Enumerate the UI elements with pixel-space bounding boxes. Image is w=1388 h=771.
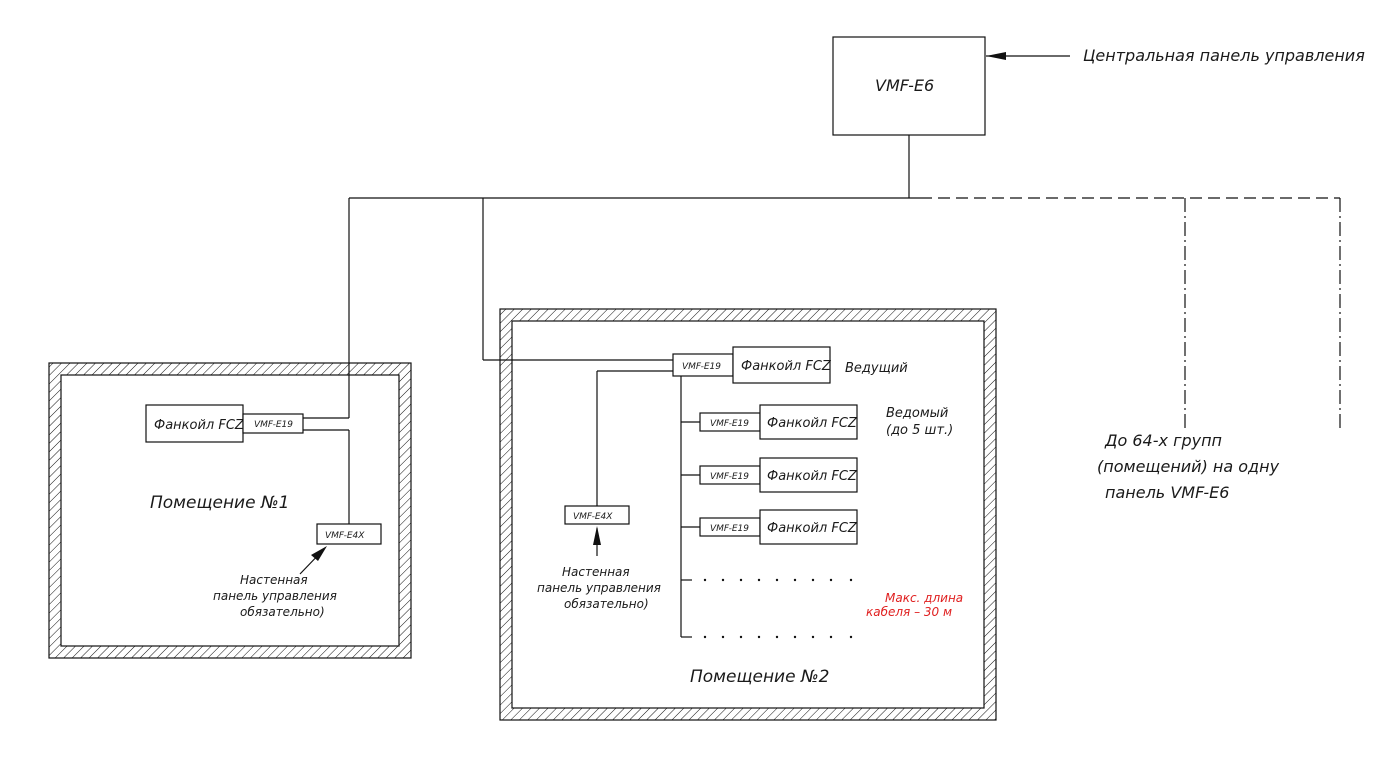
room2-note: Настенная панель управления обязательно) (537, 565, 665, 611)
room2-slave-1-fancoil-box (759, 404, 858, 440)
room1-wall-panel-box (316, 523, 382, 545)
room2-slave-note-line-1: Ведомый (886, 406, 948, 421)
room2-wall-panel-box (564, 505, 630, 525)
room1-note: Настенная панель управления обязательно) (213, 573, 341, 619)
room1-wall-panel-label: VMF-E4X (325, 531, 365, 541)
room1-note-line-2: панель управления (213, 589, 337, 603)
room2-slave-1-fancoil-label: Фанкойл FCZ (767, 416, 858, 431)
room1-module-box (242, 413, 304, 434)
room2-slave-3-module-label: VMF-E19 (710, 524, 749, 534)
room2-slave-3-fancoil-label: Фанкойл FCZ (767, 521, 858, 536)
room2-slave-note: Ведомый (до 5 шт.) (886, 406, 953, 438)
room1-note-arrowhead (311, 546, 327, 561)
room1-note-line-3: обязательно) (240, 605, 325, 619)
room1-name: Помещение №1 (150, 493, 289, 513)
room2-master-module-label: VMF-E19 (682, 362, 721, 372)
room2-cable-note: Макс. длина кабеля – 30 м (866, 591, 967, 619)
room2-master-fancoil-label: Фанкойл FCZ (741, 359, 832, 374)
room2-cable-note-line-2: кабеля – 30 м (866, 605, 952, 619)
room1-note-line-1: Настенная (240, 573, 308, 587)
groups-note-line-1: До 64-х групп (1104, 431, 1222, 450)
room2-slave-1-module-label: VMF-E19 (710, 419, 749, 429)
room2-slave-2-fancoil-box (759, 457, 858, 493)
central-panel-model: VMF-E6 (875, 76, 934, 95)
room2-note-arrowhead (593, 526, 601, 545)
groups-note-line-3: панель VMF-E6 (1105, 483, 1229, 502)
room2-continuation-dots-2 (703, 635, 853, 639)
room2-cable-note-line-1: Макс. длина (885, 591, 963, 605)
room1-module-label: VMF-E19 (254, 420, 293, 430)
room2-note-line-2: панель управления (537, 581, 661, 595)
groups-note-line-2: (помещений) на одну (1097, 457, 1280, 476)
room2-name: Помещение №2 (690, 667, 829, 687)
room2-note-line-1: Настенная (562, 565, 630, 579)
room2-slave-note-line-2: (до 5 шт.) (886, 423, 953, 438)
room2-slave-3-fancoil-box (759, 509, 858, 545)
central-panel-box (832, 36, 986, 136)
central-panel-arrowhead (986, 52, 1006, 60)
room1-fancoil-label: Фанкойл FCZ (154, 418, 245, 433)
room2-note-line-3: обязательно) (564, 597, 649, 611)
room2-master-fancoil-box (732, 346, 831, 384)
room2-continuation-dots-1 (703, 578, 853, 582)
groups-note: До 64-х групп (помещений) на одну панель… (1097, 431, 1284, 502)
room2-slave-2-fancoil-label: Фанкойл FCZ (767, 469, 858, 484)
room2-slave-2-module-label: VMF-E19 (710, 472, 749, 482)
central-panel-label: Центральная панель управления (1083, 46, 1365, 65)
room2-master-label: Ведущий (845, 361, 908, 376)
room2-wall-panel-label: VMF-E4X (573, 512, 613, 522)
